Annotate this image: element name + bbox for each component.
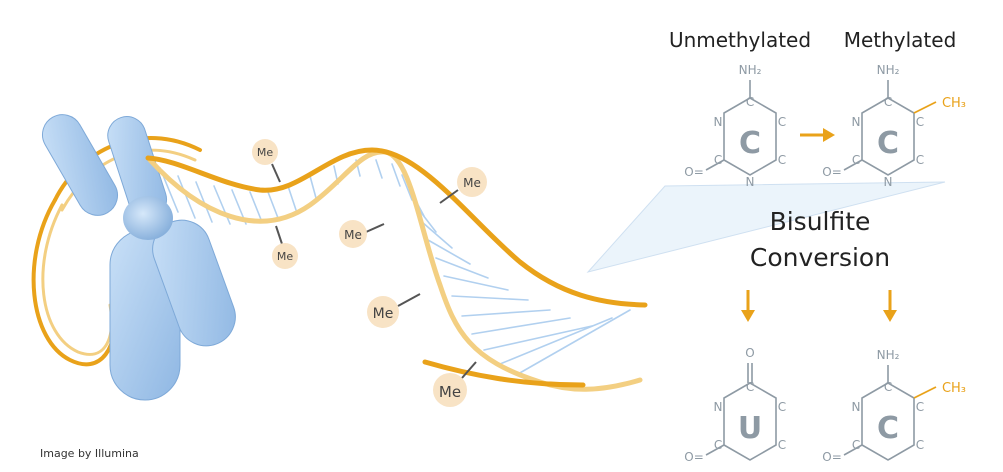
svg-text:C: C [884,380,892,394]
me-tag: Me [252,139,281,183]
methylated-label: Methylated [844,28,957,52]
svg-text:Me: Me [257,146,273,159]
image-credit: Image by Illumina [40,447,139,460]
svg-text:C: C [778,115,786,129]
molecule-unmethylated-cytosine: NH₂ C N C C C N O= C [684,63,786,189]
svg-text:C: C [916,438,924,452]
arrow-down-icon [883,290,897,322]
me-tag: Me [339,220,385,248]
svg-text:NH₂: NH₂ [877,63,900,77]
molecule-methylated-cytosine-retained: NH₂ C N C C C O= CH₃ C [822,348,966,464]
conversion-label: Conversion [750,243,890,272]
svg-text:Me: Me [463,176,481,190]
bisulfite-label: Bisulfite [770,207,871,236]
svg-text:C: C [778,153,786,167]
svg-text:C: C [778,400,786,414]
svg-text:NH₂: NH₂ [739,63,762,77]
svg-text:N: N [714,115,723,129]
svg-text:O=: O= [684,165,704,179]
svg-text:U: U [738,411,762,446]
svg-text:N: N [852,400,861,414]
svg-text:N: N [852,115,861,129]
svg-text:C: C [714,438,722,452]
svg-text:N: N [884,175,893,189]
svg-text:O=: O= [822,165,842,179]
svg-text:O=: O= [822,450,842,464]
dna-helix [145,147,648,392]
svg-text:C: C [746,95,754,109]
methyl-tags: Me Me Me Me Me Me [252,139,487,407]
svg-text:CH₃: CH₃ [942,96,966,111]
svg-text:C: C [877,411,899,446]
unmethylated-label: Unmethylated [669,28,811,52]
svg-text:C: C [778,438,786,452]
svg-text:N: N [714,400,723,414]
me-tag: Me [272,225,298,269]
svg-text:C: C [916,115,924,129]
zoom-wedge [586,181,946,273]
svg-text:CH₃: CH₃ [942,381,966,396]
svg-text:C: C [877,126,899,161]
arrow-right-icon [800,128,835,142]
svg-text:NH₂: NH₂ [877,348,900,362]
svg-text:C: C [852,438,860,452]
molecule-methylated-cytosine: NH₂ C N C C C N O= CH₃ C [822,63,966,189]
svg-text:O: O [745,346,754,360]
svg-text:N: N [746,175,755,189]
svg-text:C: C [739,126,761,161]
svg-text:C: C [714,153,722,167]
molecule-uracil: O C N C C C O= U [684,346,786,464]
svg-text:O=: O= [684,450,704,464]
svg-text:C: C [884,95,892,109]
me-tag: Me [433,361,477,407]
me-tag: Me [367,293,421,328]
arrow-down-icon [741,290,755,322]
svg-text:C: C [916,153,924,167]
svg-text:C: C [746,380,754,394]
svg-text:C: C [852,153,860,167]
svg-text:Me: Me [344,228,362,242]
chromosome [42,114,236,401]
svg-text:Me: Me [277,250,293,263]
me-tag: Me [439,167,487,204]
svg-text:C: C [916,400,924,414]
svg-text:Me: Me [373,306,394,322]
svg-text:Me: Me [439,383,461,401]
